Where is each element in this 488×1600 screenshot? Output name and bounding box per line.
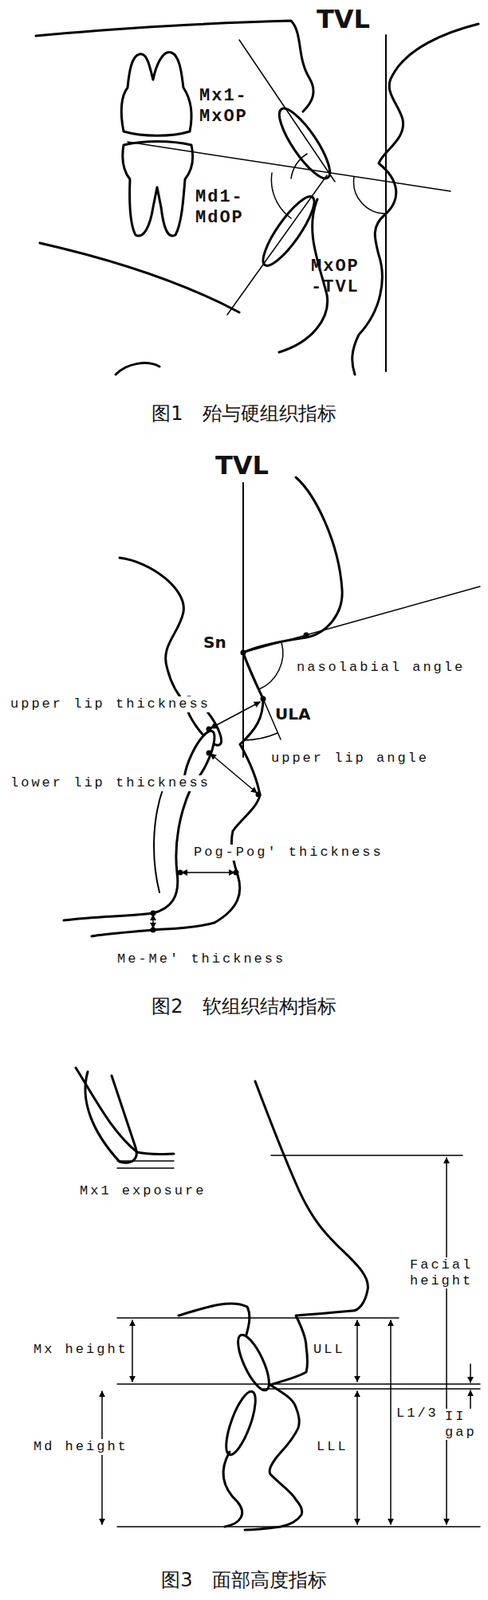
reference-line-label: TVL [215,451,269,481]
measure-label: Me-Me' thickness [115,952,288,969]
measure-label: Facial height [408,1258,484,1290]
measure-label: upper lip thickness [8,696,213,713]
measure-label: Mx height [31,1342,130,1359]
figure-caption: 图3 面部高度指标 [0,1570,488,1594]
figure-caption: 图2 软组织结构指标 [0,996,488,1020]
measure-label: Md height [31,1440,130,1457]
angle-label: Mx1- MxOP [199,86,260,128]
landmark-label: Sn [203,633,227,653]
measure-label: Mx1 exposure [79,1184,206,1201]
landmark-label: ULA [275,705,311,725]
angle-label: Md1- MdOP [195,187,256,229]
measure-label: L1/3 [394,1406,441,1423]
measure-label: Pog-Pog' thickness [192,845,386,862]
measure-label: ULL [313,1342,346,1359]
measure-label: II gap [443,1409,484,1441]
angle-label: nasolabial angle [296,660,465,677]
angle-label: MxOP -TVL [310,256,372,299]
measure-label: LLL [316,1440,349,1457]
angle-label: upper lip angle [271,751,429,768]
measure-label: lower lip thickness [8,775,213,792]
reference-line-label: TVL [316,4,370,35]
figure-caption: 图1 殆与硬组织指标 [0,403,488,426]
figure-one [35,20,479,375]
figure-three [75,1068,481,1531]
